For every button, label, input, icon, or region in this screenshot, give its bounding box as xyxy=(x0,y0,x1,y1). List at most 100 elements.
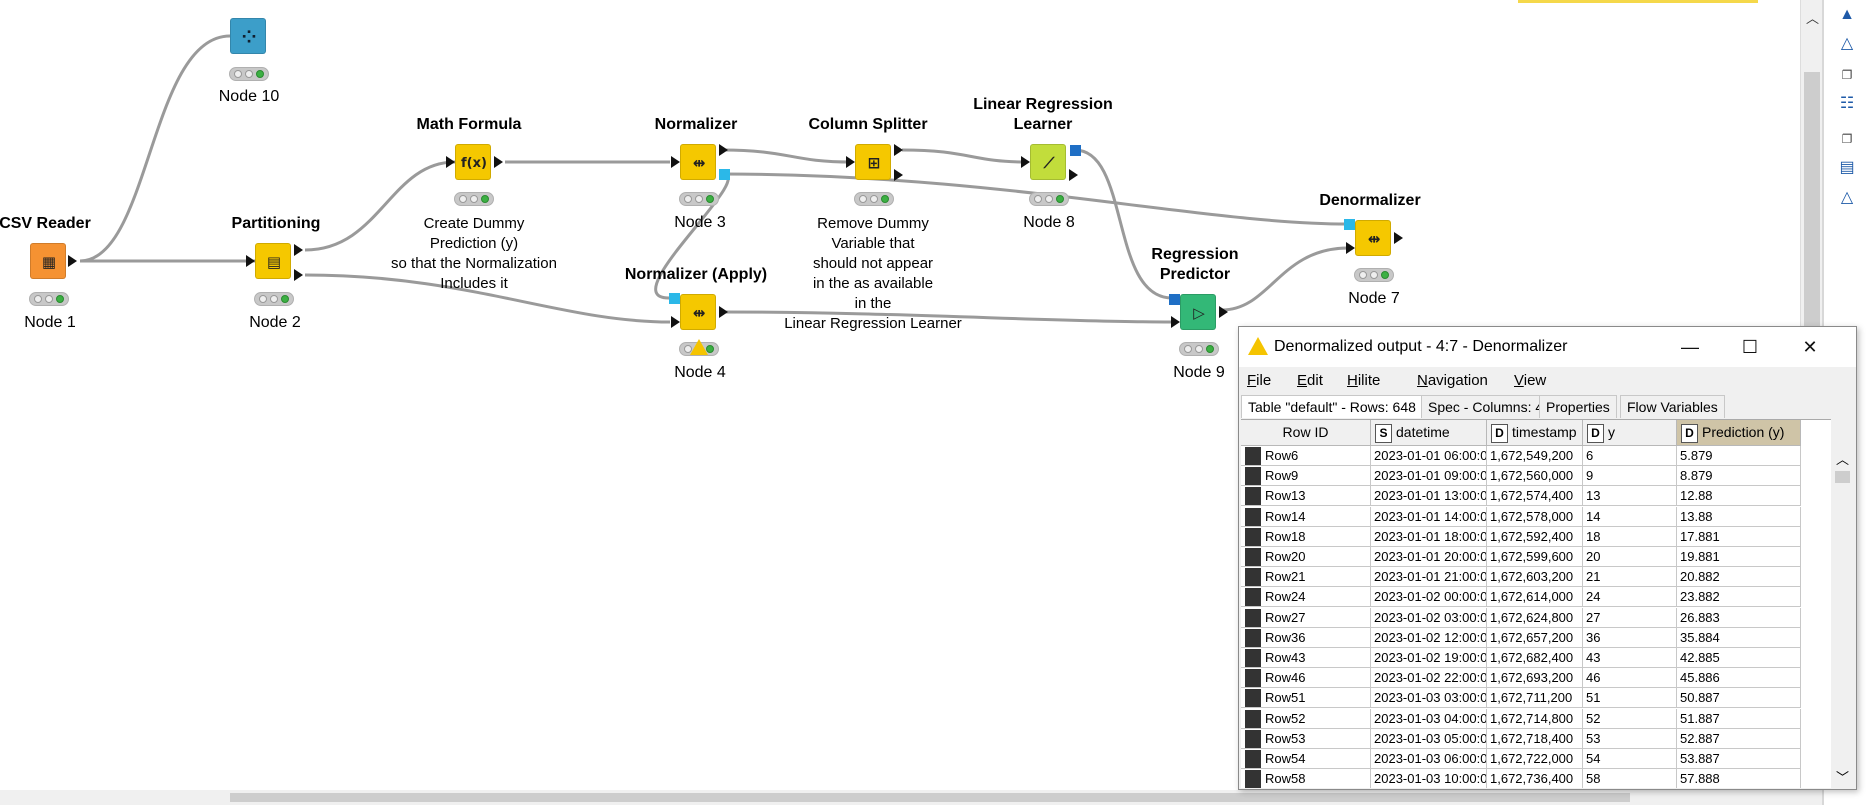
output-port[interactable] xyxy=(719,144,728,156)
input-port[interactable] xyxy=(246,255,255,267)
output-port[interactable] xyxy=(894,169,903,181)
model-port[interactable] xyxy=(1070,145,1081,156)
output-port[interactable] xyxy=(1069,169,1078,181)
model-port[interactable] xyxy=(669,293,680,304)
tab-spec[interactable]: Spec - Columns: 4 xyxy=(1421,395,1551,418)
canvas-horizontal-scrollbar[interactable] xyxy=(0,790,1822,805)
node-info-icon[interactable]: △ xyxy=(1840,189,1854,206)
input-port[interactable] xyxy=(846,156,855,168)
window-restore-icon[interactable]: ❐ xyxy=(1841,68,1853,82)
denormalizer-node[interactable]: ⇹ xyxy=(1355,220,1391,256)
cell-text: Row20 xyxy=(1265,549,1306,564)
normalizer-apply-node[interactable]: ⇹ xyxy=(680,294,716,330)
tab-table[interactable]: Table "default" - Rows: 648 xyxy=(1241,395,1423,418)
input-port[interactable] xyxy=(1021,156,1030,168)
node-label[interactable]: Node 9 xyxy=(1173,364,1225,381)
linear-regression-learner-node[interactable]: ⟋ xyxy=(1030,144,1066,180)
model-port[interactable] xyxy=(1344,219,1355,230)
scroll-thumb[interactable] xyxy=(1835,471,1850,483)
output-port[interactable] xyxy=(494,156,503,168)
minimize-button[interactable]: — xyxy=(1681,336,1699,357)
table-vertical-scrollbar[interactable]: ︿ ﹀ xyxy=(1831,419,1854,787)
column-splitter-node[interactable]: ⊞ xyxy=(855,144,891,180)
warning-outline-icon[interactable]: △ xyxy=(1840,35,1854,52)
node-label[interactable]: Node 3 xyxy=(674,214,726,231)
maximize-button[interactable]: ☐ xyxy=(1741,336,1759,357)
partitioning-node[interactable]: ▤ xyxy=(255,243,291,279)
row-id-cell: Row21 xyxy=(1241,567,1371,588)
tab-flow-variables[interactable]: Flow Variables xyxy=(1620,395,1725,418)
input-port[interactable] xyxy=(1171,316,1180,328)
math-formula-node[interactable]: f(x) xyxy=(455,144,491,180)
menu-navigation[interactable]: Navigation xyxy=(1417,372,1488,389)
table-output-window[interactable]: Denormalized output - 4:7 - Denormalizer… xyxy=(1238,326,1857,790)
node-label[interactable]: Node 10 xyxy=(218,88,280,105)
output-port[interactable] xyxy=(1219,306,1228,318)
hierarchy-icon[interactable]: ☷ xyxy=(1839,95,1855,112)
node-label[interactable]: Node 2 xyxy=(249,314,301,331)
scroll-down-icon[interactable]: ﹀ xyxy=(1836,770,1850,785)
node-label[interactable]: Node 1 xyxy=(24,314,76,331)
window-restore-icon[interactable]: ❐ xyxy=(1841,132,1853,146)
timestamp-cell: 1,672,682,400 xyxy=(1487,648,1583,668)
output-port[interactable] xyxy=(294,269,303,281)
csv-reader-node[interactable]: ▦ xyxy=(30,243,66,279)
node-info-icon[interactable]: ▲ xyxy=(1839,6,1855,23)
console-icon[interactable]: ▤ xyxy=(1839,159,1855,176)
node-label[interactable]: Node 8 xyxy=(1023,214,1075,231)
model-port[interactable] xyxy=(1169,294,1180,305)
menu-edit[interactable]: Edit xyxy=(1297,372,1323,389)
y-cell: 52 xyxy=(1583,708,1677,729)
window-titlebar[interactable]: Denormalized output - 4:7 - Denormalizer… xyxy=(1239,327,1856,367)
input-port[interactable] xyxy=(671,316,680,328)
input-port[interactable] xyxy=(671,156,680,168)
scroll-up-icon[interactable]: ︿ xyxy=(1806,11,1820,26)
close-button[interactable]: ✕ xyxy=(1802,336,1818,357)
scroll-up-icon[interactable]: ︿ xyxy=(1836,452,1850,467)
output-port[interactable] xyxy=(1394,232,1403,244)
normalizer-node[interactable]: ⇹ xyxy=(680,144,716,180)
warning-icon[interactable] xyxy=(690,339,708,355)
output-port[interactable] xyxy=(68,255,77,267)
tab-properties[interactable]: Properties xyxy=(1539,395,1617,418)
model-port[interactable] xyxy=(719,169,730,180)
menu-view[interactable]: View xyxy=(1514,372,1547,389)
node-label[interactable]: Node 7 xyxy=(1348,290,1400,307)
node-label[interactable]: Node 4 xyxy=(674,364,726,381)
scroll-thumb[interactable] xyxy=(230,793,1630,802)
column-header-rowid[interactable]: Row ID xyxy=(1241,420,1371,446)
output-port[interactable] xyxy=(294,244,303,256)
input-port[interactable] xyxy=(446,156,455,168)
scatter-plot-node[interactable]: ⁘ xyxy=(230,18,266,54)
input-port[interactable] xyxy=(1346,242,1355,254)
regression-predictor-node[interactable]: ▷ xyxy=(1180,294,1216,330)
menu-hilite[interactable]: Hilite xyxy=(1347,372,1381,389)
y-cell: 36 xyxy=(1583,627,1677,648)
output-port[interactable] xyxy=(894,144,903,156)
output-port[interactable] xyxy=(719,306,728,318)
menu-file[interactable]: File xyxy=(1247,372,1272,389)
cell-text: 2023-01-03 06:00:00 xyxy=(1374,751,1487,766)
